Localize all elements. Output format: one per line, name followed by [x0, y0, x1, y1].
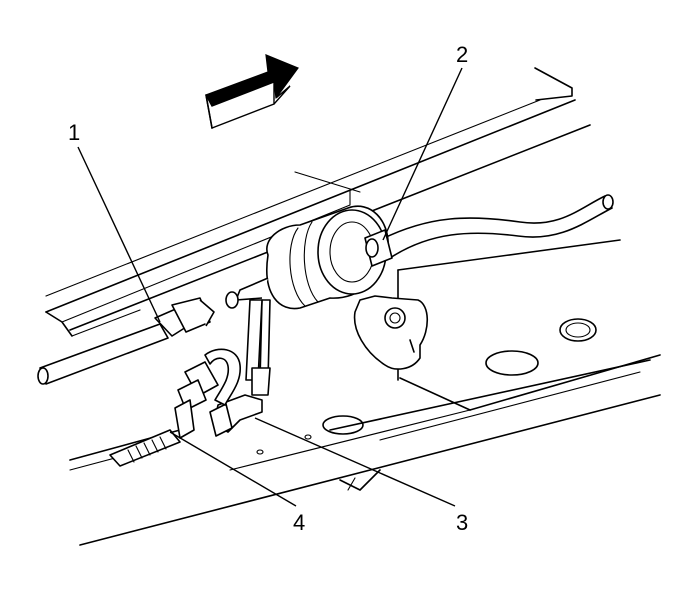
fuel-filter — [225, 205, 429, 370]
callout-3: 3 — [456, 510, 468, 535]
leader-line-1 — [77, 146, 161, 323]
leader-lines — [77, 67, 463, 507]
callout-2: 2 — [456, 42, 468, 67]
fuel-line-rear — [379, 194, 614, 259]
fuel-line-front — [37, 297, 215, 385]
fuel-hose-assembly — [109, 299, 271, 467]
vehicle-frame — [45, 67, 661, 546]
leader-line-4 — [169, 431, 297, 507]
leader-line-3 — [254, 417, 456, 507]
leader-line-2 — [382, 67, 463, 241]
forward-arrow-icon — [205, 54, 299, 129]
callout-1: 1 — [68, 120, 80, 145]
callout-4: 4 — [293, 510, 305, 535]
